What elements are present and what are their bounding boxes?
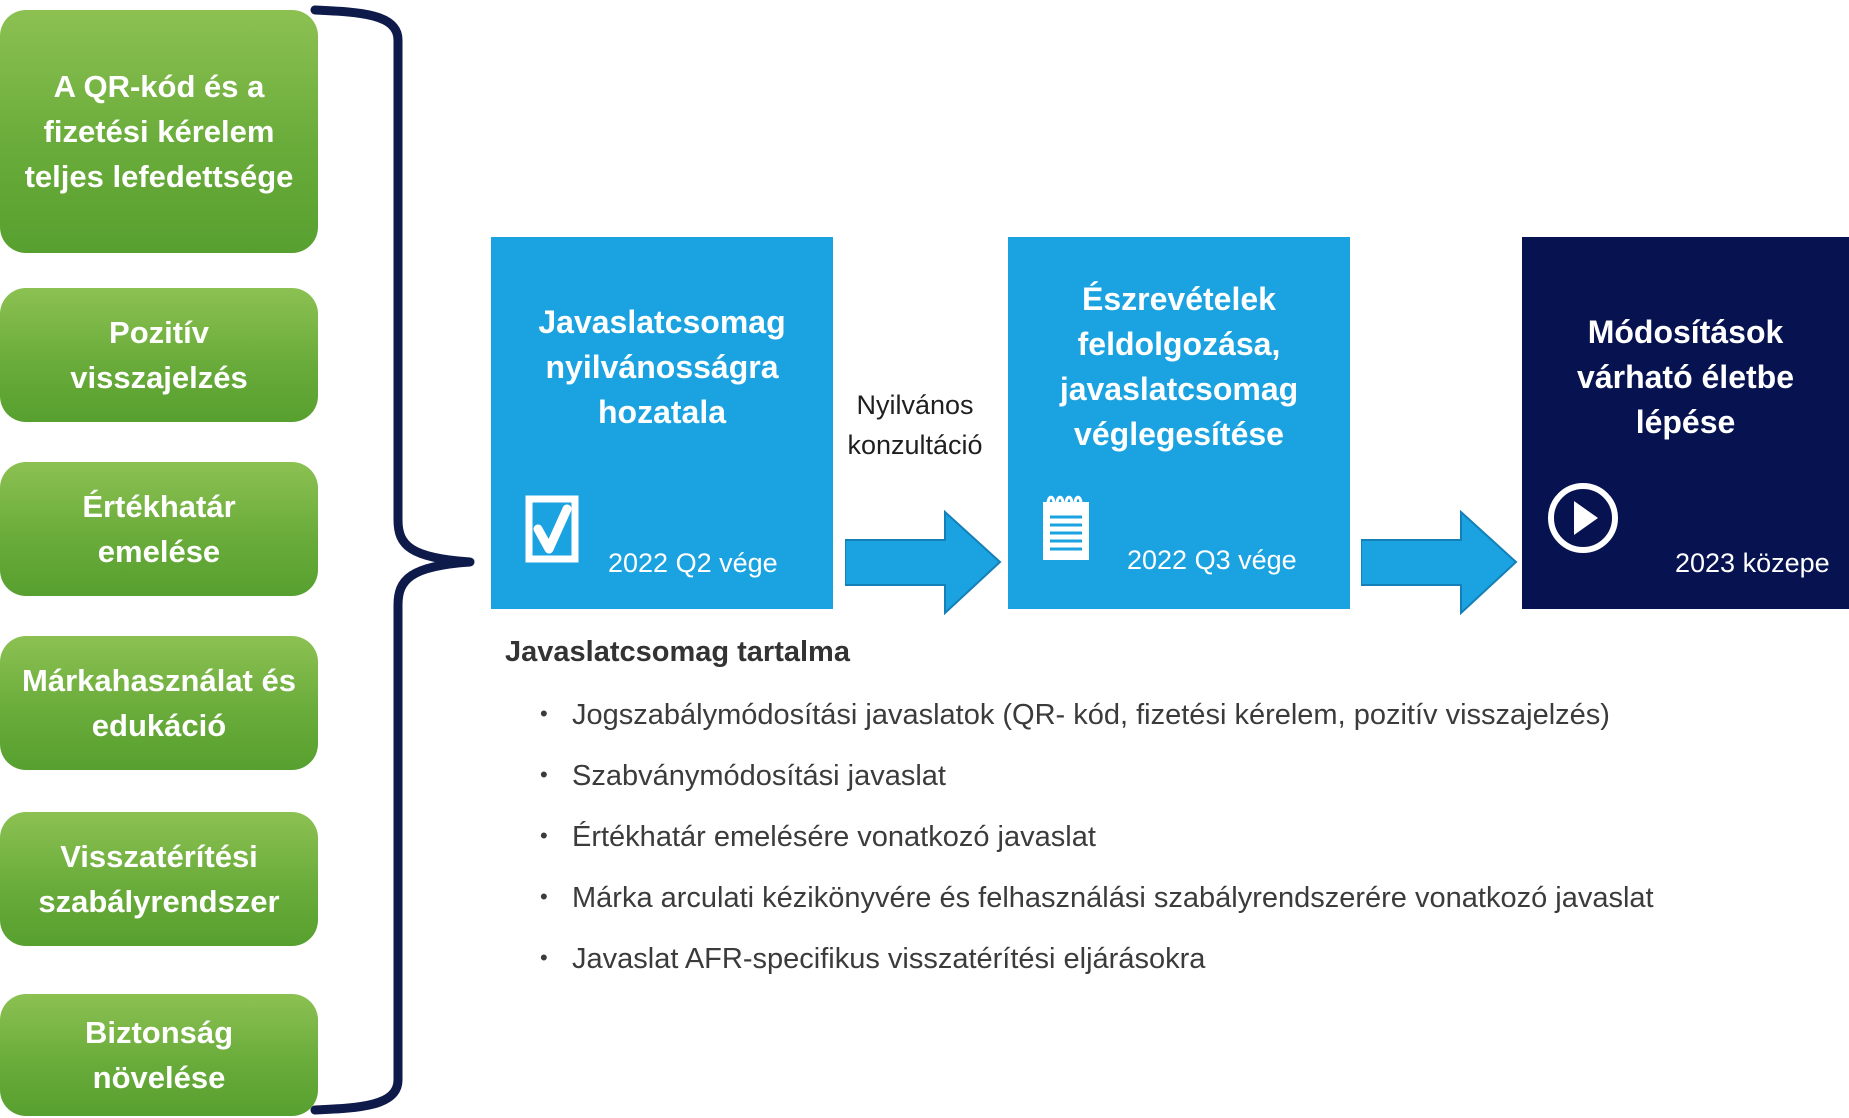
- stage-title: Észrevételek feldolgozása, javaslatcsoma…: [1059, 281, 1299, 452]
- list-item: •Márka arculati kézikönyvére és felhaszn…: [540, 882, 1654, 914]
- stage-date: 2022 Q2 vége: [608, 548, 778, 578]
- list-item: •Javaslat AFR-specifikus visszatérítési …: [540, 943, 1206, 975]
- arrow-right-icon: [1361, 510, 1518, 615]
- list-item: •Jogszabálymódosítási javaslatok (QR- kó…: [540, 699, 1610, 731]
- stage-publish: Javaslatcsomag nyilvánosságra hozatala 2…: [491, 237, 833, 609]
- goal-box-positive-feedback: Pozitív visszajelzés: [0, 288, 318, 422]
- goal-label: A QR-kód és a fizetési kérelem teljes le…: [24, 69, 294, 194]
- goal-label: Pozitív visszajelzés: [70, 315, 248, 395]
- curly-brace: [310, 5, 475, 1115]
- list-item: •Szabványmódosítási javaslat: [540, 760, 946, 792]
- checkbox-icon: [525, 495, 579, 563]
- play-icon: [1548, 483, 1618, 553]
- goal-box-threshold: Értékhatár emelése: [0, 462, 318, 596]
- list-item: •Értékhatár emelésére vonatkozó javaslat: [540, 821, 1096, 853]
- arrow-right-icon: [845, 510, 1002, 615]
- goal-box-qr-coverage: A QR-kód és a fizetési kérelem teljes le…: [0, 10, 318, 253]
- stage-title: Módosítások várható életbe lépése: [1577, 314, 1794, 440]
- stage-title: Javaslatcsomag nyilvánosságra hozatala: [538, 304, 786, 430]
- goal-label: Értékhatár emelése: [82, 489, 236, 569]
- goal-label: Visszatérítési szabályrendszer: [38, 839, 280, 919]
- goal-label: Márkahasználat és edukáció: [22, 663, 296, 743]
- goal-box-refund: Visszatérítési szabályrendszer: [0, 812, 318, 946]
- goal-box-security: Biztonság növelése: [0, 994, 318, 1116]
- notepad-icon: [1043, 495, 1089, 560]
- package-heading: Javaslatcsomag tartalma: [505, 636, 850, 668]
- stage-finalize: Észrevételek feldolgozása, javaslatcsoma…: [1008, 237, 1350, 609]
- stage-date: 2023 közepe: [1675, 548, 1830, 578]
- stage-effective: Módosítások várható életbe lépése 2023 k…: [1522, 237, 1849, 609]
- package-list: •Jogszabálymódosítási javaslatok (QR- kó…: [540, 694, 1654, 999]
- goal-box-brand: Márkahasználat és edukáció: [0, 636, 318, 770]
- stage-date: 2022 Q3 vége: [1127, 545, 1297, 575]
- goal-label: Biztonság növelése: [84, 1015, 234, 1095]
- consultation-label: Nyilvános konzultáció: [847, 390, 983, 460]
